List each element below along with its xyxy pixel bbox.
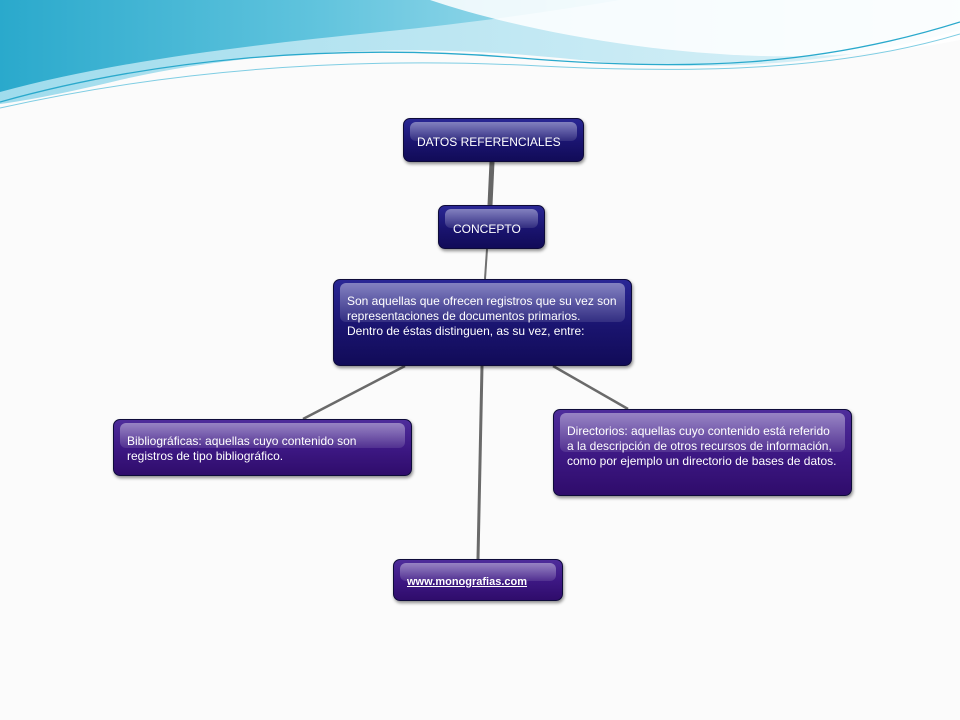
node-gloss <box>410 122 577 142</box>
node-gloss <box>445 209 538 229</box>
node-fuente-link[interactable]: www.monografias.com <box>393 559 563 601</box>
node-directorios[interactable]: Directorios: aquellas cuyo contenido est… <box>553 409 852 496</box>
node-gloss <box>400 563 556 582</box>
node-bibliograficas[interactable]: Bibliográficas: aquellas cuyo contenido … <box>113 419 412 476</box>
node-label: DATOS REFERENCIALES <box>417 135 561 149</box>
connector-concepto-definicion <box>484 248 488 280</box>
connector-definicion-fuente <box>476 365 484 560</box>
connector-definicion-bibliograficas <box>302 364 406 421</box>
node-datos-referenciales[interactable]: DATOS REFERENCIALES <box>403 118 584 162</box>
node-label: Directorios: aquellas cuyo contenido est… <box>567 424 837 468</box>
node-gloss <box>560 413 845 453</box>
node-label: Bibliográficas: aquellas cuyo contenido … <box>127 434 357 463</box>
node-gloss <box>120 423 405 449</box>
connector-datos-concepto <box>487 161 495 206</box>
node-label: CONCEPTO <box>453 222 521 236</box>
source-link[interactable]: www.monografias.com <box>407 576 528 588</box>
connector-definicion-directorios <box>552 364 629 411</box>
header-wave-decoration <box>0 0 960 109</box>
node-concepto[interactable]: CONCEPTO <box>438 205 545 249</box>
node-definicion[interactable]: Son aquellas que ofrecen registros que s… <box>333 279 632 366</box>
node-gloss <box>340 283 625 323</box>
node-label: Son aquellas que ofrecen registros que s… <box>347 294 617 338</box>
